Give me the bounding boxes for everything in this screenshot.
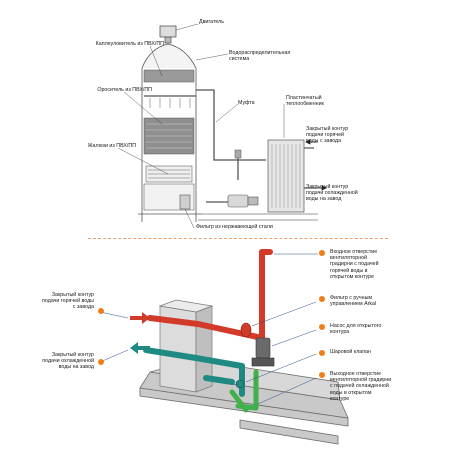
bottom-plate-heat-exchanger: [158, 299, 214, 393]
bullet-hot-loop: [98, 308, 104, 314]
label-outlet: Выходное отверстие вентиляторной градирн…: [330, 371, 392, 402]
top-skid-frame: [198, 213, 318, 221]
label-louvers: Жалюзи из ПВХ/ПП: [87, 143, 136, 149]
hot-water-pipes: [147, 249, 273, 341]
label-pump: Насос для открытого контура: [330, 323, 382, 336]
label-hot-loop-top: Закрытый контур подачи горячей воды с за…: [306, 126, 349, 145]
label-plate-hx: Пластинчатый теплообменник: [286, 95, 324, 108]
bullet-pump: [319, 324, 325, 330]
motor-shaft: [164, 36, 172, 44]
pump-assembly: [227, 194, 259, 208]
fill-pack: [143, 117, 195, 155]
top-leader-lines: [117, 23, 285, 229]
ball-valve: [235, 379, 245, 389]
label-filter-top: Фильтр из нержавеющей стали: [196, 224, 273, 230]
tower-roof: [141, 43, 197, 69]
label-inlet: Входное отверстие вентиляторной градирни…: [330, 249, 379, 280]
label-ball-valve: Шаровой клапан: [330, 349, 371, 355]
bullet-filter: [319, 296, 325, 302]
label-motor: Двигатель: [199, 19, 224, 25]
ss-filter: [179, 194, 191, 210]
bullet-inlet: [319, 250, 325, 256]
drip-eliminator-band: [143, 69, 195, 83]
label-hot-loop-bottom: Закрытый контур подачи горячей воды с за…: [42, 292, 94, 311]
label-cold-loop-top: Закрытый контур подачи охлажденной воды …: [306, 184, 358, 203]
top-flow-arrows: [305, 139, 327, 191]
bullet-cold-loop: [98, 359, 104, 365]
plate-heat-exchanger: [267, 139, 314, 213]
bullet-outlet: [319, 372, 325, 378]
label-arkal-filter: Фильтр с ручным управлением Arkal: [330, 295, 377, 308]
bottom-flow-arrows: [130, 312, 150, 324]
open-loop-pump: [251, 337, 275, 367]
green-outlet-pipes: [229, 369, 259, 413]
riser-pipe: [196, 89, 215, 150]
distribution-nozzles: [144, 95, 196, 108]
coupling: [234, 149, 242, 159]
label-water-distribution: Водораспределительная система: [229, 50, 291, 63]
label-coupling: Муфта: [238, 100, 255, 106]
bullet-valve: [319, 350, 325, 356]
louvers: [145, 165, 193, 183]
arkal-filter: [240, 322, 252, 338]
label-fill: Ороситель из ПВХ/ПП: [97, 87, 152, 93]
label-drip-eliminator: Каплеуловитель из ПВХ/ПП: [95, 41, 164, 47]
motor-housing: [159, 25, 177, 38]
section-divider: [88, 238, 388, 239]
bottom-leader-lines: [99, 253, 318, 405]
supply-pipe: [213, 150, 266, 161]
label-cold-loop-bottom: Закрытый контур подачи охлажденной воды …: [42, 352, 94, 371]
